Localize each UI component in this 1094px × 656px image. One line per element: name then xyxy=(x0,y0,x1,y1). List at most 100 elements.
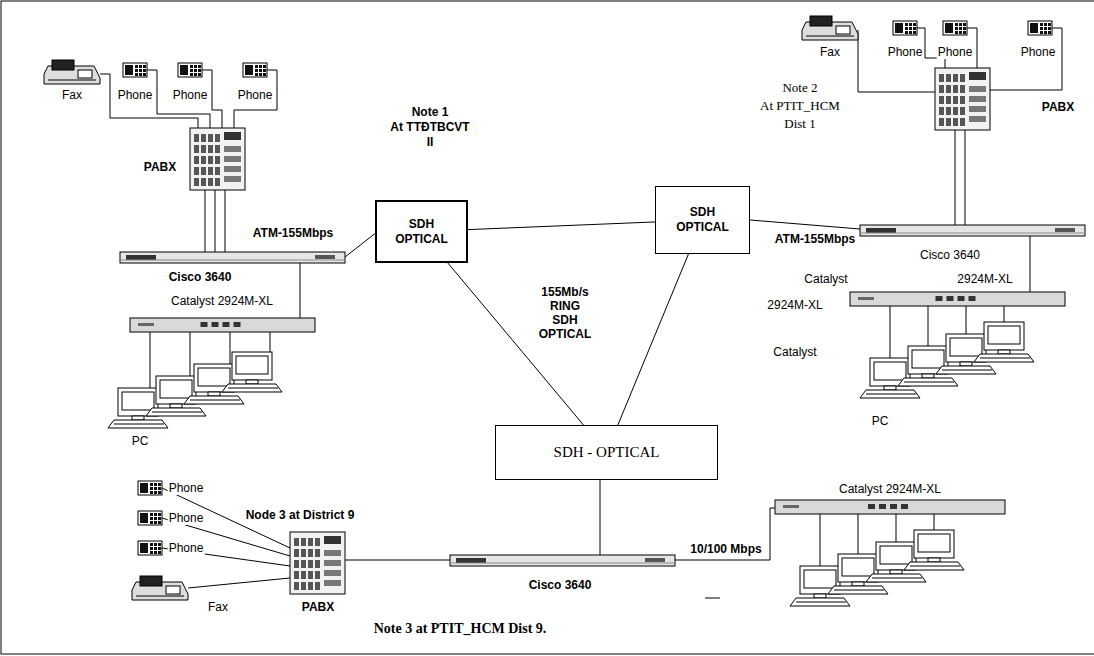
device-label: Phone xyxy=(172,88,209,102)
device-label: Node 3 at District 9 xyxy=(245,508,356,522)
wire xyxy=(934,514,935,530)
wire xyxy=(205,190,206,252)
site-note: II xyxy=(426,135,435,149)
device-label: Phone xyxy=(1020,45,1057,59)
sdh-box: SDH OPTICAL xyxy=(655,186,750,254)
wire xyxy=(1004,306,1005,322)
site-note: Note 1 xyxy=(411,105,450,119)
fax-icon xyxy=(132,576,188,600)
device-label: Phone xyxy=(168,511,205,525)
wire xyxy=(675,508,775,560)
device-label: 2924M-XL xyxy=(766,298,823,312)
wire xyxy=(300,263,301,318)
wire xyxy=(150,332,151,388)
pc-icon xyxy=(974,322,1034,362)
device-label: Fax xyxy=(819,45,841,59)
device-label: PC xyxy=(871,414,890,428)
wire xyxy=(190,332,191,376)
device-label: Catalyst 2924M-XL xyxy=(170,294,274,308)
router-icon xyxy=(450,555,675,566)
wire xyxy=(147,70,210,128)
phone-icon xyxy=(138,511,162,525)
wire xyxy=(345,560,450,561)
wire xyxy=(990,28,1062,90)
pc-icon xyxy=(222,352,282,392)
wire xyxy=(225,190,226,252)
device-label: Catalyst 2924M-XL xyxy=(838,482,942,496)
router-icon xyxy=(120,252,345,263)
wire xyxy=(1030,236,1031,292)
phone-icon xyxy=(123,63,147,77)
device-label: 10/100 Mbps xyxy=(689,542,762,556)
fax-icon xyxy=(802,16,858,40)
pabx-icon xyxy=(935,68,990,130)
phone-icon xyxy=(943,21,967,35)
phone-icon xyxy=(243,63,267,77)
device-label: PABX xyxy=(301,600,335,614)
tick-mark xyxy=(705,598,720,599)
device-label: Fax xyxy=(207,600,229,614)
box-label: SDH OPTICAL xyxy=(676,205,729,235)
device-label: Catalyst xyxy=(803,272,848,286)
device-label: ATM-155Mbps xyxy=(774,232,856,246)
ring-label: 155Mb/s RING SDH OPTICAL xyxy=(538,285,593,341)
sdh-box: SDH - OPTICAL xyxy=(495,425,718,480)
wire xyxy=(966,306,967,334)
device-label: Phone xyxy=(237,88,274,102)
wire xyxy=(234,70,277,128)
device-label: Cisco 3640 xyxy=(168,270,233,284)
device-label: 2924M-XL xyxy=(956,272,1013,286)
phone-icon xyxy=(893,21,917,35)
site-note: At TTĐTBCVT xyxy=(389,120,470,134)
device-label: PABX xyxy=(1041,100,1075,114)
wire xyxy=(896,514,897,542)
wire xyxy=(965,130,966,225)
pc-icon xyxy=(904,530,964,570)
site-note: Dist 1 xyxy=(783,116,816,132)
sdh-box: SDH OPTICAL xyxy=(375,200,468,263)
site-note: Note 3 at PTIT_HCM Dist 9. xyxy=(373,622,548,636)
switch-icon xyxy=(130,318,315,332)
wire xyxy=(820,514,821,566)
box-label: SDH - OPTICAL xyxy=(554,445,660,460)
device-label: PC xyxy=(131,434,150,448)
wire xyxy=(270,332,271,352)
device-label: Cisco 3640 xyxy=(528,578,593,592)
wire xyxy=(955,130,956,225)
pabx-icon xyxy=(290,532,345,594)
wire xyxy=(890,306,891,358)
device-label: Catalyst xyxy=(772,345,817,359)
wire xyxy=(345,232,377,257)
device-label: Phone xyxy=(117,88,154,102)
switch-icon xyxy=(775,500,1005,514)
switch-icon xyxy=(850,292,1065,306)
wire xyxy=(600,480,601,555)
device-label: Phone xyxy=(168,481,205,495)
device-label: Phone xyxy=(937,45,974,59)
wire xyxy=(858,30,935,92)
device-label: Cisco 3640 xyxy=(919,248,981,262)
site-note: At PTIT_HCM xyxy=(759,98,841,114)
fax-icon xyxy=(44,60,100,84)
site-note: Note 2 xyxy=(781,80,818,96)
box-label: SDH OPTICAL xyxy=(395,217,448,247)
phone-icon xyxy=(1028,21,1052,35)
phone-icon xyxy=(178,63,202,77)
device-label: PABX xyxy=(143,160,177,174)
router-icon xyxy=(860,225,1085,236)
device-label: ATM-155Mbps xyxy=(252,226,334,240)
phone-icon xyxy=(138,481,162,495)
wire xyxy=(188,578,290,588)
phone-icon xyxy=(138,541,162,555)
wire xyxy=(215,190,216,252)
ring-link xyxy=(618,254,689,425)
device-label: Fax xyxy=(61,88,83,102)
wire xyxy=(858,514,859,554)
ring-link xyxy=(468,222,655,230)
device-label: Phone xyxy=(168,541,205,555)
wire xyxy=(230,332,231,364)
wire xyxy=(928,306,929,346)
device-label: Phone xyxy=(887,45,924,59)
pabx-icon xyxy=(190,128,245,190)
